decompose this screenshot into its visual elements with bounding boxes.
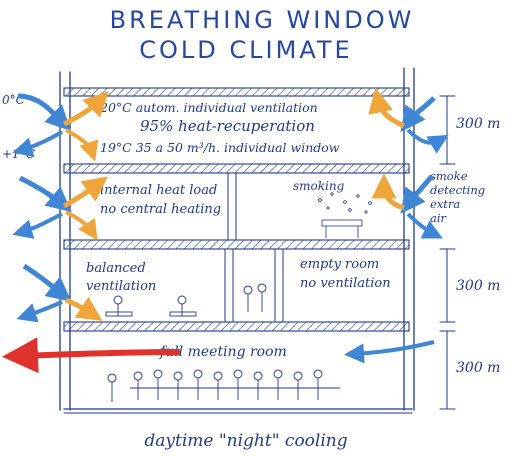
third-floor-right-line-1: empty room — [300, 257, 379, 272]
third-floor-right-line-2: no ventilation — [300, 276, 391, 291]
meeting-people — [108, 370, 340, 402]
dimension-top-label: 300 m — [456, 116, 500, 132]
caption: daytime "night" cooling — [144, 431, 347, 451]
top-floor-line-1: 20°C autom. individual ventilation — [99, 100, 318, 115]
smoking-label: smoking — [293, 179, 345, 193]
side-note-line-1: smoke — [430, 169, 468, 183]
dimension-middle-label: 300 m — [456, 278, 500, 294]
exhaust-arrow — [20, 352, 180, 356]
floor-slab-2 — [64, 164, 409, 173]
roof-slab — [64, 88, 409, 96]
side-note-line-3: extra — [430, 197, 460, 211]
dimension-bottom-label: 300 m — [456, 360, 500, 376]
partition-floor-2 — [228, 173, 236, 240]
cold-intake-arrow — [354, 342, 434, 354]
title-line-2: COLD CLIMATE — [139, 36, 352, 64]
top-floor-line-3: 19°C 35 a 50 m³/h. individual window — [100, 140, 340, 155]
title-line-1: BREATHING WINDOW — [110, 6, 415, 34]
side-note-line-4: air — [430, 211, 448, 225]
third-floor-left-line-1: balanced — [86, 261, 146, 276]
dimension-middle: 300 m — [440, 249, 500, 322]
airflow-second-left — [20, 178, 98, 232]
dimension-bottom: 300 m — [440, 331, 500, 409]
airflow-top-left — [18, 96, 100, 152]
airflow-second-right — [384, 176, 434, 234]
third-floor-left-line-2: ventilation — [86, 279, 156, 294]
second-floor-left-line-1: internal heat load — [100, 183, 217, 198]
partition-floor-3 — [225, 249, 283, 322]
floor-slab-4 — [64, 322, 409, 331]
floor-slab-3 — [64, 240, 409, 249]
airflow-top-right — [378, 98, 440, 143]
airflow-third-left — [24, 266, 92, 316]
top-floor-line-2: 95% heat-recuperation — [140, 117, 315, 135]
smoke-sketch — [319, 193, 372, 238]
second-floor-left-line-2: no central heating — [100, 202, 221, 217]
dimension-top: 300 m — [440, 96, 500, 164]
side-note-line-2: detecting — [430, 183, 485, 197]
